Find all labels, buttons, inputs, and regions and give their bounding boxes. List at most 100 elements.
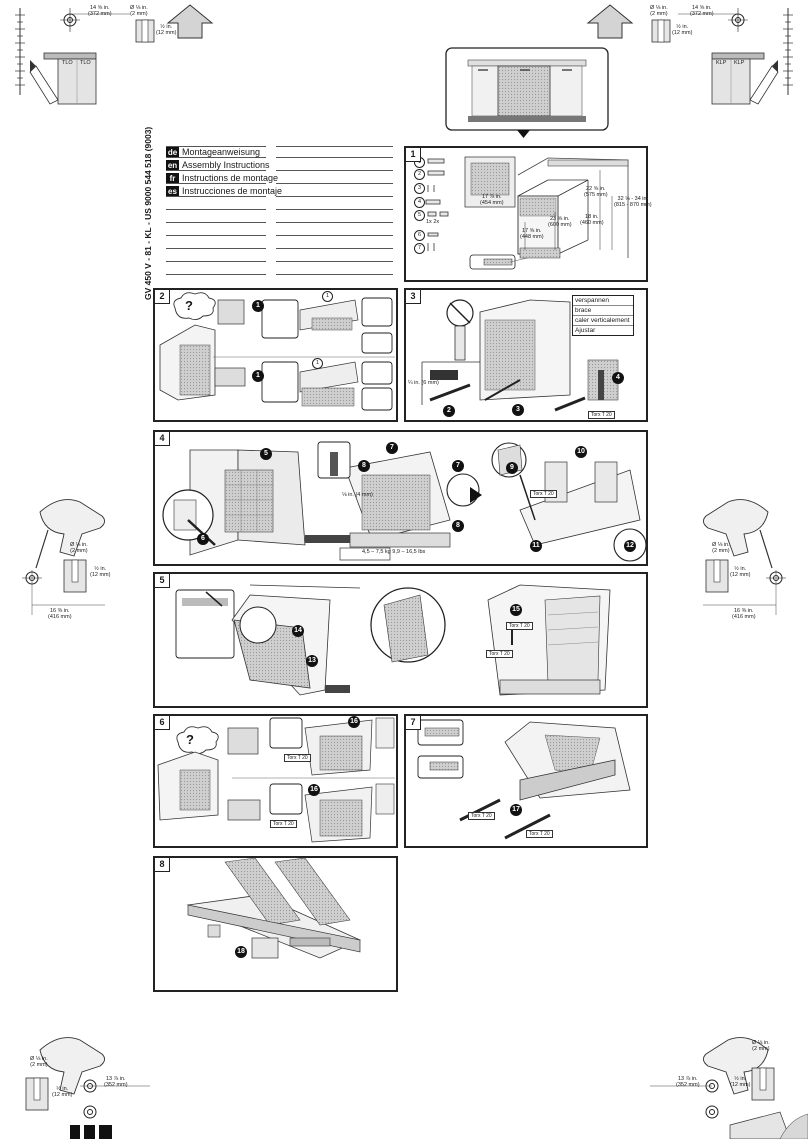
panel-2: 2 (153, 288, 398, 422)
br-dim: 13 ⅞ in.(352 mm) (676, 1076, 700, 1088)
dim-a: 22 ⅝ in.(575 mm) (584, 186, 608, 198)
panel-4-drawing (162, 441, 647, 562)
step-8-callout: 8 (358, 460, 370, 472)
hole-dim: ⅛ in. (4 mm) (342, 492, 373, 498)
panel-number: 8 (155, 858, 170, 872)
panel-2-drawing (159, 292, 395, 411)
step-4-callout: 4 (612, 372, 624, 384)
corner-bottom-left-template (25, 1037, 150, 1139)
panel-4: 4 (153, 430, 648, 566)
step-16-callout: 16 (308, 784, 320, 796)
step-10-callout: 10 (575, 446, 587, 458)
door-weight: 4,5 – 7,5 kg 9,9 – 16,5 lbs (362, 549, 426, 555)
panel-number: 6 (155, 716, 170, 730)
step-16-callout: 16 (348, 716, 360, 728)
tl-drill: Ø ⅛ in.(2 mm) (130, 5, 148, 17)
ml-depth: ½ in.(12 mm) (90, 566, 111, 578)
tl-label-a: TLO (62, 60, 73, 66)
corner-top-left-template (15, 8, 155, 105)
tr-label-b: KLP (734, 60, 745, 66)
panel-number: 5 (155, 574, 170, 588)
panel-3-drawing (421, 299, 619, 412)
tr-drill: Ø ⅛ in.(2 mm) (650, 5, 668, 17)
language-title: Instructions de montage (182, 173, 279, 183)
torx-label: Torx T 20 (486, 650, 513, 658)
panel-number: 2 (155, 290, 170, 304)
mr-drill: Ø ⅛ in.(2 mm) (712, 542, 730, 554)
panel-7: 7 (404, 714, 648, 848)
step-6-callout: 6 (197, 533, 209, 545)
language-code: es (166, 185, 179, 197)
language-row-en: en Assembly Instructions (166, 159, 270, 171)
tr-label-a: KLP (716, 60, 727, 66)
ml-drill: Ø ⅛ in.(2 mm) (70, 542, 88, 554)
step-12-callout: 12 (624, 540, 636, 552)
language-code: en (166, 159, 179, 171)
intro-frame (445, 47, 609, 138)
br-drill: Ø ⅛ in.(2 mm) (752, 1040, 770, 1052)
dim-f: 18 in.(460 mm) (580, 214, 604, 226)
step-9-callout: 9 (506, 462, 518, 474)
bl-drill: Ø ⅛ in.(2 mm) (30, 1056, 48, 1068)
dim-b: 23 ⅝ in.(600 mm) (548, 216, 572, 228)
step-callout-outline: 1 (322, 291, 333, 302)
up-arrow-right (586, 4, 634, 39)
panel-number: 1 (406, 148, 421, 162)
panel-number: 7 (406, 716, 421, 730)
panel-3: 3 (404, 288, 648, 422)
brace-dim: ¼ in. (6 mm) (408, 380, 439, 386)
step-13-callout: 13 (306, 655, 318, 667)
dim-d: 17 ⅞ in.(454 mm) (480, 194, 504, 206)
brace-label-box: verspannen brace caler verticalement Aju… (572, 295, 634, 336)
panel-number: 3 (406, 290, 421, 304)
step-18-callout: 18 (235, 946, 247, 958)
part-5-qty: 1x 2x (426, 219, 440, 225)
step-callout: 1 (252, 370, 264, 382)
step-17-callout: 17 (510, 804, 522, 816)
language-title: Instrucciones de montaje (182, 186, 283, 196)
torx-label: Torx T 20 (588, 411, 615, 419)
panel-1: 1 (404, 146, 648, 282)
torx-label: Torx T 20 (284, 754, 311, 762)
br-depth: ½ in.(12 mm) (730, 1076, 751, 1088)
corner-top-right-template (651, 8, 793, 105)
ml-dim: 16 ⅜ in.(416 mm) (48, 608, 72, 620)
part-3: 3 (414, 183, 425, 194)
part-7: 7 (414, 243, 425, 254)
up-arrow-left (166, 4, 214, 39)
part-5: 5 (414, 210, 425, 221)
tl-dim: 14 ⅝ in.(372 mm) (88, 5, 112, 17)
step-8-callout: 8 (452, 520, 464, 532)
bl-dim: 13 ⅞ in.(352 mm) (104, 1076, 128, 1088)
step-7-callout: 7 (386, 442, 398, 454)
torx-label: Torx T 20 (270, 820, 297, 828)
tr-depth: ½ in.(12 mm) (672, 24, 693, 36)
tr-dim: 14 ⅝ in.(372 mm) (690, 5, 714, 17)
mr-depth: ½ in.(12 mm) (730, 566, 751, 578)
step-14-callout: 14 (292, 625, 304, 637)
tl-label-b: TLO (80, 60, 91, 66)
language-row-fr: fr Instructions de montage (166, 172, 278, 184)
question-mark: ? (186, 732, 194, 747)
part-6: 6 (414, 230, 425, 241)
tl-depth: ½ in.(12 mm) (156, 24, 177, 36)
torx-label: Torx T 20 (468, 812, 495, 820)
step-11-callout: 11 (530, 540, 542, 552)
step-callout: 1 (252, 300, 264, 312)
dim-c: 32 ⅛ - 34 in.(815 - 870 mm) (614, 196, 652, 208)
step-callout-outline: 1 (312, 358, 323, 369)
language-code: fr (166, 172, 179, 184)
panel-7-drawing (417, 719, 631, 840)
step-15-callout: 15 (510, 604, 522, 616)
part-4: 4 (414, 197, 425, 208)
torx-label: Torx T 20 (526, 830, 553, 838)
corner-mid-left-template (22, 499, 105, 615)
step-5-callout: 5 (260, 448, 272, 460)
panel-6-drawing (157, 717, 395, 843)
panel-8: 8 (153, 856, 398, 992)
corner-mid-right-template (703, 499, 786, 615)
model-code: GV 450 V - 81 - KL - US 9000 544 518 (90… (143, 126, 153, 300)
panel-number: 4 (155, 432, 170, 446)
bl-depth: ½ in.(12 mm) (52, 1086, 73, 1098)
language-row-es: es Instrucciones de montaje (166, 185, 282, 197)
